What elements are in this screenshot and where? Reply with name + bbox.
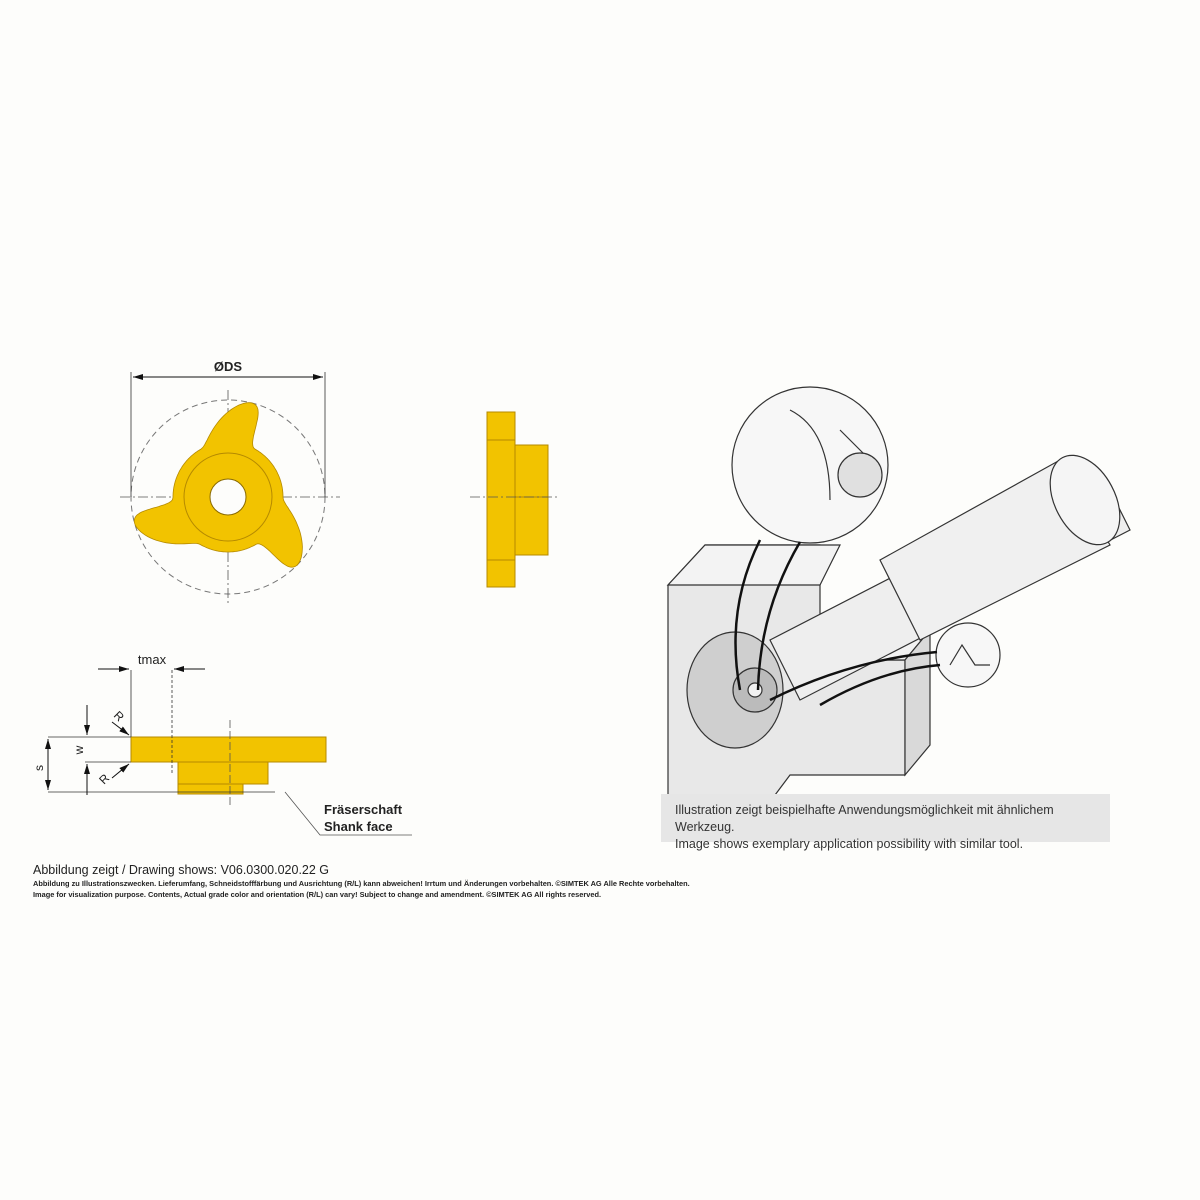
drawing-id: Abbildung zeigt / Drawing shows: V06.030… xyxy=(33,863,330,877)
disclaimer-en: Image for visualization purpose. Content… xyxy=(33,890,602,899)
insert-front-view: ØDS xyxy=(120,359,340,605)
footer: Abbildung zeigt / Drawing shows: V06.030… xyxy=(33,862,690,900)
diameter-label: ØDS xyxy=(214,359,243,374)
s-label: s xyxy=(32,765,46,771)
insert-side-view xyxy=(470,411,560,588)
w-label: w xyxy=(72,745,86,755)
caption-de: Illustration zeigt beispielhafte Anwendu… xyxy=(675,803,1054,834)
caption-en: Image shows exemplary application possib… xyxy=(675,837,1024,851)
application-illustration xyxy=(666,386,1131,816)
tmax-label: tmax xyxy=(138,652,167,667)
shank-face-label-en: Shank face xyxy=(324,819,393,834)
shank-face-label-de: Fräserschaft xyxy=(324,802,403,817)
application-caption: Illustration zeigt beispielhafte Anwendu… xyxy=(661,794,1110,851)
insert-dimension-view: tmax s w R R Fräserschaft Shank face xyxy=(32,652,412,836)
radius-label-bottom: R xyxy=(96,771,112,787)
disclaimer-de: Abbildung zu Illustrationszwecken. Liefe… xyxy=(33,879,690,888)
radius-label-top: R xyxy=(111,708,127,724)
